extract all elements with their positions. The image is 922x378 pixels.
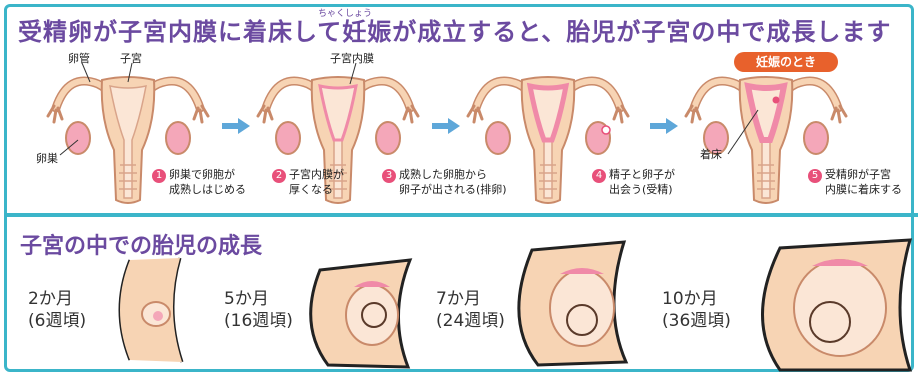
fetus-7-months: [519, 242, 626, 365]
step-3-line1: 成熟した卵胞から: [399, 168, 487, 181]
step-5-number: 5: [808, 169, 822, 183]
step-1-number: 1: [152, 169, 166, 183]
step-2-line2: 厚くなる: [272, 183, 333, 196]
label-endometrium: 子宮内膜: [330, 50, 374, 66]
age-2-months: 2か月 (6週頃): [28, 288, 86, 332]
age-7-months-week: (24週頃): [436, 311, 505, 331]
age-10-months-month: 10か月: [662, 289, 718, 309]
fetus-10-months: [763, 240, 911, 370]
step-5-line2: 内膜に着床する: [808, 183, 902, 196]
step-3-number: 3: [382, 169, 396, 183]
age-7-months-month: 7か月: [436, 289, 481, 309]
pregnancy-badge: 妊娠のとき: [734, 52, 838, 72]
step-3-line2: 卵子が出される(排卵): [382, 183, 507, 196]
age-5-months-week: (16週頃): [224, 311, 293, 331]
arrow-1: [222, 118, 250, 134]
step-5-line1: 受精卵が子宮: [825, 168, 891, 181]
arrow-2: [432, 118, 460, 134]
step-4-line1: 精子と卵子が: [609, 168, 675, 181]
fetus-2-months: [120, 258, 182, 362]
step-4-line2: 出会う(受精): [592, 183, 673, 196]
step-2-line1: 子宮内膜が: [289, 168, 344, 181]
step-1-line1: 卵巣で卵胞が: [169, 168, 235, 181]
age-10-months: 10か月 (36週頃): [662, 288, 731, 332]
age-10-months-week: (36週頃): [662, 311, 731, 331]
step-4-number: 4: [592, 169, 606, 183]
label-implantation: 着床: [700, 146, 722, 162]
growth-section-title: 子宮の中での胎児の成長: [20, 228, 262, 260]
age-2-months-week: (6週頃): [28, 311, 86, 331]
label-oviduct: 卵管: [68, 50, 90, 66]
step-2-number: 2: [272, 169, 286, 183]
age-5-months-month: 5か月: [224, 289, 269, 309]
age-2-months-month: 2か月: [28, 289, 73, 309]
label-ovary: 卵巣: [36, 150, 58, 166]
step-1-line2: 成熟しはじめる: [152, 183, 246, 196]
label-uterus: 子宮: [120, 50, 142, 66]
age-7-months: 7か月 (24週頃): [436, 288, 505, 332]
fetus-5-months: [311, 260, 410, 367]
age-5-months: 5か月 (16週頃): [224, 288, 293, 332]
arrow-3: [650, 118, 678, 134]
